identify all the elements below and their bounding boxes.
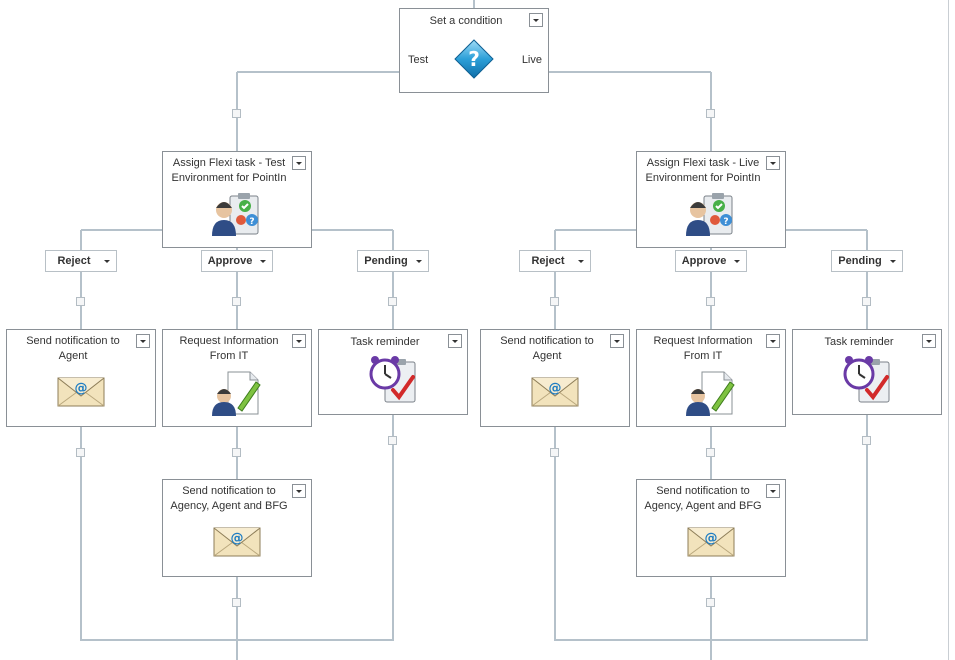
outcome-reject-button[interactable]: Reject xyxy=(519,250,591,272)
insert-point[interactable] xyxy=(76,448,85,457)
send-notification-agent-box[interactable]: Send notification to Agent @ xyxy=(6,329,156,427)
canvas-edge xyxy=(948,0,949,660)
svg-text:@: @ xyxy=(705,531,718,546)
send-notification-all-box[interactable]: Send notification to Agency, Agent and B… xyxy=(636,479,786,577)
task-reminder-box[interactable]: Task reminder xyxy=(318,329,468,415)
svg-text:@: @ xyxy=(231,531,244,546)
svg-text:?: ? xyxy=(468,47,480,71)
set-condition-box[interactable]: Set a condition Test Live ? xyxy=(399,8,549,93)
svg-text:@: @ xyxy=(549,381,562,396)
outcome-pending-button[interactable]: Pending xyxy=(357,250,429,272)
task-reminder-menu-button[interactable] xyxy=(448,334,462,348)
notify-all-menu-button[interactable] xyxy=(292,484,306,498)
insert-point[interactable] xyxy=(232,448,241,457)
insert-point[interactable] xyxy=(232,598,241,607)
outcome-approve-button[interactable]: Approve xyxy=(675,250,747,272)
insert-point[interactable] xyxy=(706,109,715,118)
assign-task-icon: ? xyxy=(686,193,733,236)
insert-point[interactable] xyxy=(232,297,241,306)
notify-agent-menu-button[interactable] xyxy=(610,334,624,348)
request-info-icon xyxy=(686,371,735,416)
request-info-box[interactable]: Request Information From IT xyxy=(162,329,312,427)
send-notification-agent-box[interactable]: Send notification to Agent @ xyxy=(480,329,630,427)
condition-test-label: Test xyxy=(408,54,429,66)
svg-text:@: @ xyxy=(75,381,88,396)
send-notification-all-box[interactable]: Send notification to Agency, Agent and B… xyxy=(162,479,312,577)
request-info-title: Request Information From IT xyxy=(179,335,279,362)
request-info-menu-button[interactable] xyxy=(292,334,306,348)
envelope-icon: @ xyxy=(687,527,735,557)
svg-text:?: ? xyxy=(249,217,254,227)
help-diamond-icon: ? xyxy=(454,39,494,79)
envelope-icon: @ xyxy=(531,377,579,407)
request-info-box[interactable]: Request Information From IT xyxy=(636,329,786,427)
alarm-clock-task-icon xyxy=(369,356,416,403)
insert-point[interactable] xyxy=(388,297,397,306)
outcome-approve-button[interactable]: Approve xyxy=(201,250,273,272)
assign-task-title: Assign Flexi task - Test Environment for… xyxy=(171,157,287,184)
notify-agent-title: Send notification to Agent xyxy=(26,335,120,362)
assign-task-menu-button[interactable] xyxy=(292,156,306,170)
envelope-icon: @ xyxy=(213,527,261,557)
insert-point[interactable] xyxy=(388,436,397,445)
assign-task-menu-button[interactable] xyxy=(766,156,780,170)
condition-live-label: Live xyxy=(521,54,542,66)
assign-task-icon: ? xyxy=(212,193,259,236)
envelope-icon: @ xyxy=(57,377,105,407)
insert-point[interactable] xyxy=(550,297,559,306)
task-reminder-menu-button[interactable] xyxy=(922,334,936,348)
assign-task-live-box[interactable]: Assign Flexi task - Live Environment for… xyxy=(636,151,786,248)
task-reminder-title: Task reminder xyxy=(350,336,420,348)
insert-point[interactable] xyxy=(232,109,241,118)
assign-task-title: Assign Flexi task - Live Environment for… xyxy=(645,157,761,184)
notify-agent-title: Send notification to Agent xyxy=(500,335,594,362)
notify-all-title: Send notification to Agency, Agent and B… xyxy=(644,485,762,512)
notify-all-menu-button[interactable] xyxy=(766,484,780,498)
task-reminder-title: Task reminder xyxy=(824,336,894,348)
task-reminder-box[interactable]: Task reminder xyxy=(792,329,942,415)
insert-point[interactable] xyxy=(706,297,715,306)
outcome-pending-button[interactable]: Pending xyxy=(831,250,903,272)
insert-point[interactable] xyxy=(862,297,871,306)
notify-all-title: Send notification to Agency, Agent and B… xyxy=(170,485,288,512)
condition-menu-button[interactable] xyxy=(529,13,543,27)
alarm-clock-task-icon xyxy=(843,356,890,403)
insert-point[interactable] xyxy=(550,448,559,457)
insert-point[interactable] xyxy=(706,598,715,607)
request-info-menu-button[interactable] xyxy=(766,334,780,348)
outcome-reject-button[interactable]: Reject xyxy=(45,250,117,272)
svg-text:?: ? xyxy=(723,217,728,227)
insert-point[interactable] xyxy=(862,436,871,445)
insert-point[interactable] xyxy=(706,448,715,457)
request-info-title: Request Information From IT xyxy=(653,335,753,362)
request-info-icon xyxy=(212,371,261,416)
insert-point[interactable] xyxy=(76,297,85,306)
assign-task-test-box[interactable]: Assign Flexi task - Test Environment for… xyxy=(162,151,312,248)
notify-agent-menu-button[interactable] xyxy=(136,334,150,348)
condition-title: Set a condition xyxy=(429,15,503,27)
